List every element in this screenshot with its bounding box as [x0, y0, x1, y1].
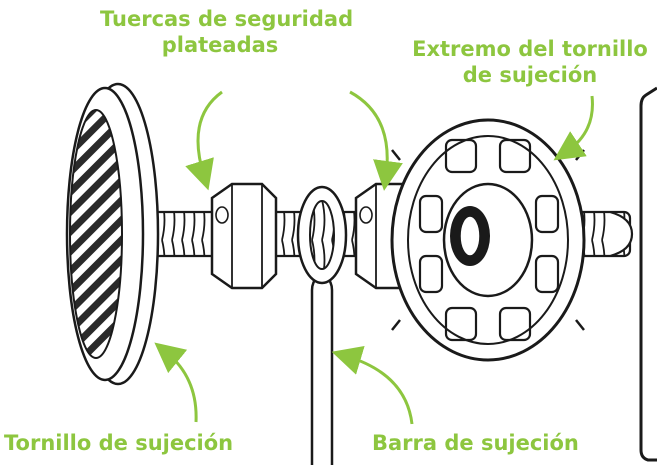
- side-panel-edge: [639, 86, 657, 462]
- label-silver-nuts-line2: plateadas: [161, 33, 279, 57]
- arrow-to-nut-left: [185, 90, 223, 191]
- silver-lock-nut-left: [210, 182, 278, 290]
- label-silver-nuts-line1: Tuercas de seguridad: [100, 7, 354, 31]
- label-screw-end-line2: de sujeción: [462, 63, 598, 87]
- label-screw-end: Extremo del tornillo de sujeción: [410, 36, 650, 88]
- arrow-to-clamp-bar: [331, 345, 414, 425]
- label-arrows: [154, 90, 594, 425]
- label-silver-nuts: Tuercas de seguridad plateadas: [100, 6, 354, 58]
- arrow-to-nut-right: [349, 90, 403, 191]
- arrow-to-screw-end: [553, 95, 594, 161]
- clamp-bar: [296, 185, 348, 465]
- clamp-screw-foot-pad: [65, 82, 160, 386]
- label-clamp-bar: Barra de sujeción: [372, 431, 579, 455]
- screw-end-knob: [390, 118, 586, 362]
- label-clamp-screw: Tornillo de sujeción: [4, 431, 234, 455]
- label-screw-end-line1: Extremo del tornillo: [412, 37, 648, 61]
- arrow-to-clamp-screw: [154, 342, 198, 423]
